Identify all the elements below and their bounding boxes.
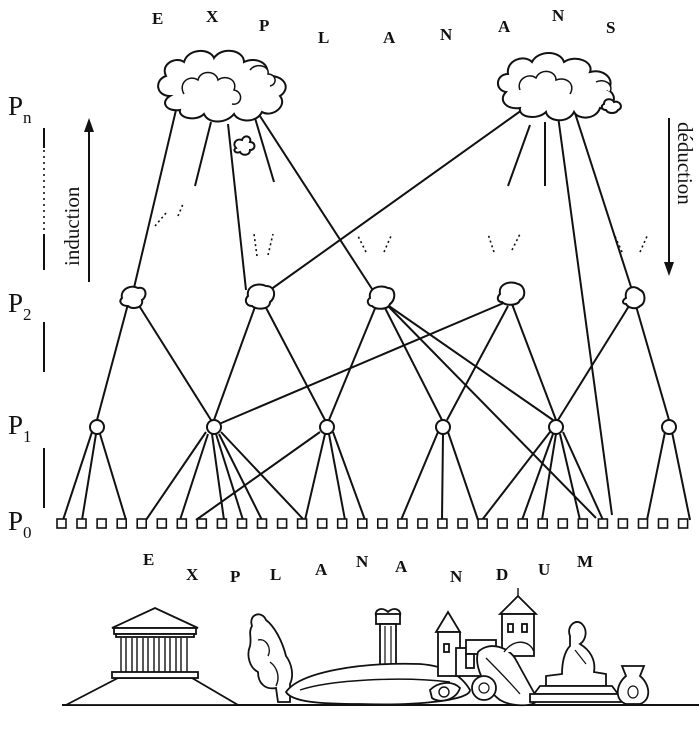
square-node-icon: [679, 519, 688, 528]
explanans-letter: A: [498, 17, 511, 36]
square-node-icon: [578, 519, 587, 528]
square-node-icon: [298, 519, 307, 528]
explanandum-letter: X: [186, 565, 199, 584]
p0-nodes: [57, 519, 688, 528]
explanandum-letter: D: [496, 565, 508, 584]
connections: [63, 110, 690, 520]
explanans-letter: E: [152, 9, 163, 28]
explanans-letter: P: [259, 16, 269, 35]
square-node-icon: [177, 519, 186, 528]
induction-label: induction: [60, 186, 84, 266]
circle-node-icon: [90, 420, 104, 434]
square-node-icon: [598, 519, 607, 528]
square-node-icon: [318, 519, 327, 528]
square-node-icon: [57, 519, 66, 528]
square-node-icon: [478, 519, 487, 528]
circle-node-icon: [662, 420, 676, 434]
explanans-letter: L: [318, 28, 329, 47]
square-node-icon: [77, 519, 86, 528]
level-label-p2: P2: [8, 288, 32, 324]
circle-node-icon: [549, 420, 563, 434]
square-node-icon: [498, 519, 507, 528]
square-node-icon: [97, 519, 106, 528]
explanandum-letter: L: [270, 565, 281, 584]
artifacts-illustration: [62, 588, 699, 705]
square-node-icon: [197, 519, 206, 528]
explanans-letter: S: [606, 18, 615, 37]
circle-node-icon: [436, 420, 450, 434]
circle-node-icon: [207, 420, 221, 434]
cloud-icon: [158, 51, 286, 155]
blob-node-icon: [498, 282, 524, 304]
explanandum-letter: N: [356, 552, 369, 571]
square-node-icon: [137, 519, 146, 528]
square-node-icon: [538, 519, 547, 528]
explanans-letter: A: [383, 28, 396, 47]
square-node-icon: [157, 519, 166, 528]
level-label-p0: P0: [8, 506, 32, 542]
p1-nodes: [90, 420, 676, 434]
square-node-icon: [117, 519, 126, 528]
explanans-title: E X P L A N A N S: [152, 6, 615, 47]
square-node-icon: [639, 519, 648, 528]
square-node-icon: [458, 519, 467, 528]
explanandum-letter: A: [395, 557, 408, 576]
explanandum-letter: M: [577, 552, 593, 571]
vase-icon: [618, 666, 649, 704]
square-node-icon: [378, 519, 387, 528]
square-node-icon: [358, 519, 367, 528]
blob-node-icon: [368, 286, 394, 308]
explanandum-letter: N: [450, 567, 463, 586]
square-node-icon: [398, 519, 407, 528]
square-node-icon: [258, 519, 267, 528]
cloud-icon: [498, 53, 621, 120]
square-node-icon: [659, 519, 668, 528]
square-node-icon: [558, 519, 567, 528]
square-node-icon: [238, 519, 247, 528]
square-node-icon: [618, 519, 627, 528]
blob-node-icon: [246, 284, 274, 308]
amphora-icon: [472, 642, 538, 705]
level-label-pn: Pn: [8, 91, 32, 127]
square-node-icon: [518, 519, 527, 528]
thinker-statue-icon: [248, 614, 292, 702]
explanandum-letter: U: [538, 560, 550, 579]
square-node-icon: [338, 519, 347, 528]
deduction-arrow: déduction: [664, 118, 697, 276]
temple-icon: [66, 608, 238, 705]
blob-node-icon: [623, 287, 645, 308]
column-icon: [376, 609, 401, 668]
square-node-icon: [217, 519, 226, 528]
seated-statue-icon: [530, 622, 622, 702]
p2-nodes: [120, 282, 644, 308]
induction-arrow: induction: [60, 118, 94, 282]
explanandum-letter: P: [230, 567, 240, 586]
circle-node-icon: [320, 420, 334, 434]
deduction-label: déduction: [673, 122, 697, 205]
explanans-letter: N: [440, 25, 453, 44]
square-node-icon: [438, 519, 447, 528]
square-node-icon: [278, 519, 287, 528]
square-node-icon: [418, 519, 427, 528]
explanans-letter: N: [552, 6, 565, 25]
explanans-letter: X: [206, 7, 219, 26]
explanandum-letter: E: [143, 550, 154, 569]
blob-node-icon: [120, 287, 145, 308]
level-label-p1: P1: [8, 410, 32, 446]
explanandum-title: E X P L A N A N D U M: [143, 550, 593, 586]
explanandum-letter: A: [315, 560, 328, 579]
